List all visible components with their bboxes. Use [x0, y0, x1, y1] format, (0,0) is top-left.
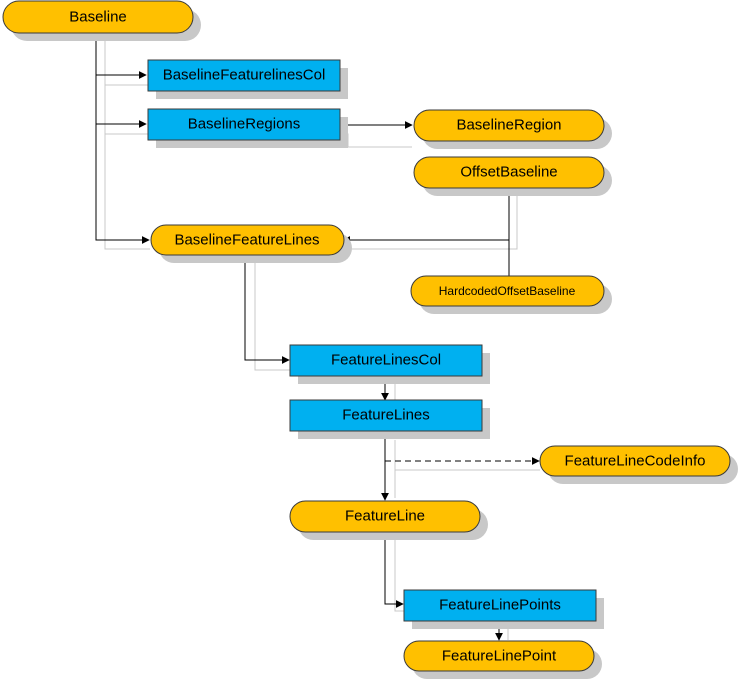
baseline-node[interactable]: Baseline — [2, 0, 201, 41]
connectors — [95, 32, 540, 641]
baseline-regions-label: BaselineRegions — [188, 116, 301, 133]
feature-lines-node[interactable]: FeatureLines — [289, 399, 490, 439]
hardcoded-offset-baseline-node[interactable]: HardcodedOffsetBaseline — [410, 275, 612, 314]
baseline-regions-node[interactable]: BaselineRegions — [147, 108, 348, 148]
feature-line-label: FeatureLine — [345, 508, 425, 525]
edge-baseline-featurelines — [95, 124, 150, 244]
edge-line-points — [384, 532, 404, 608]
feature-line-points-label: FeatureLinePoints — [439, 597, 561, 614]
feature-lines-col-label: FeatureLinesCol — [331, 352, 441, 369]
feature-line-code-info-node[interactable]: FeatureLineCodeInfo — [539, 445, 738, 484]
baseline-feature-lines-label: BaselineFeatureLines — [174, 232, 319, 249]
edge-featurelines-col — [244, 258, 290, 364]
baseline-featurelines-col-node[interactable]: BaselineFeaturelinesCol — [147, 59, 348, 99]
offset-baseline-node[interactable]: OffsetBaseline — [413, 156, 612, 196]
feature-line-point-label: FeatureLinePoint — [442, 648, 557, 665]
baseline-region-label: BaselineRegion — [456, 117, 561, 134]
feature-line-node[interactable]: FeatureLine — [289, 500, 488, 540]
feature-line-code-info-label: FeatureLineCodeInfo — [565, 453, 706, 470]
baseline-region-node[interactable]: BaselineRegion — [413, 109, 612, 149]
hardcoded-offset-baseline-label: HardcodedOffsetBaseline — [439, 284, 576, 298]
feature-lines-col-node[interactable]: FeatureLinesCol — [289, 344, 490, 384]
baseline-label: Baseline — [69, 9, 127, 26]
feature-lines-label: FeatureLines — [342, 407, 430, 424]
feature-line-point-node[interactable]: FeatureLinePoint — [403, 640, 602, 679]
edge-baseline-regions — [95, 75, 147, 128]
baseline-feature-lines-node[interactable]: BaselineFeatureLines — [150, 224, 352, 263]
feature-line-points-node[interactable]: FeatureLinePoints — [403, 589, 604, 629]
baseline-featurelines-col-label: BaselineFeaturelinesCol — [163, 67, 326, 84]
offset-baseline-label: OffsetBaseline — [460, 164, 557, 181]
